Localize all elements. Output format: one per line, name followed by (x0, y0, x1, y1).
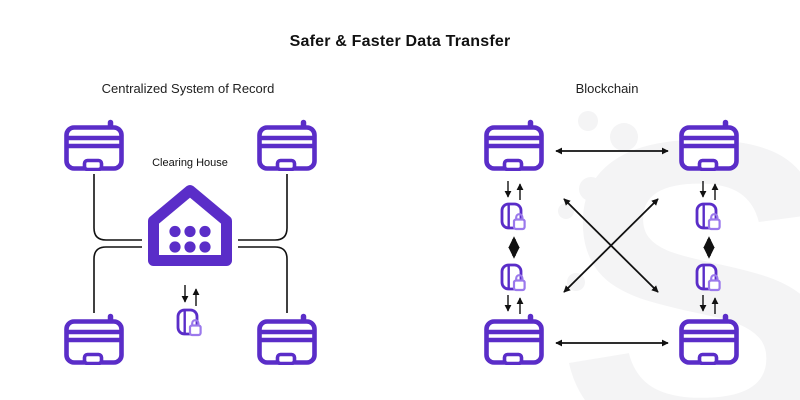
document-lock-icon (695, 202, 724, 232)
document-lock-icon (500, 263, 529, 293)
connector-hub-top-right (238, 174, 288, 241)
connector-hub-bottom-left (93, 246, 142, 313)
computer-icon (257, 119, 317, 171)
clearing-house-label: Clearing House (152, 157, 228, 169)
arrow-doc-exchange-right-top (699, 181, 719, 200)
page-title: Safer & Faster Data Transfer (289, 33, 511, 50)
centralized-heading: Centralized System of Record (101, 81, 275, 96)
arrow-peer-diagonal-2 (563, 198, 659, 293)
computer-icon (64, 313, 124, 365)
computer-icon (64, 119, 124, 171)
connector-hub-bottom-right (238, 246, 288, 313)
arrow-doc-exchange-right-bottom (699, 295, 719, 314)
connector-hub-top-left (93, 174, 142, 241)
computer-icon (257, 313, 317, 365)
arrow-doc-exchange-hub (181, 285, 200, 306)
document-lock-icon (176, 308, 205, 338)
arrow-doc-exchange-left-bottom (504, 295, 524, 314)
computer-icon (679, 313, 739, 365)
clearing-house-icon (142, 183, 238, 277)
document-lock-icon (500, 202, 529, 232)
computer-icon (484, 313, 544, 365)
document-lock-icon (695, 263, 724, 293)
computer-icon (484, 119, 544, 171)
computer-icon (679, 119, 739, 171)
arrow-doc-exchange-left-top (504, 181, 524, 200)
blockchain-heading: Blockchain (575, 81, 639, 96)
